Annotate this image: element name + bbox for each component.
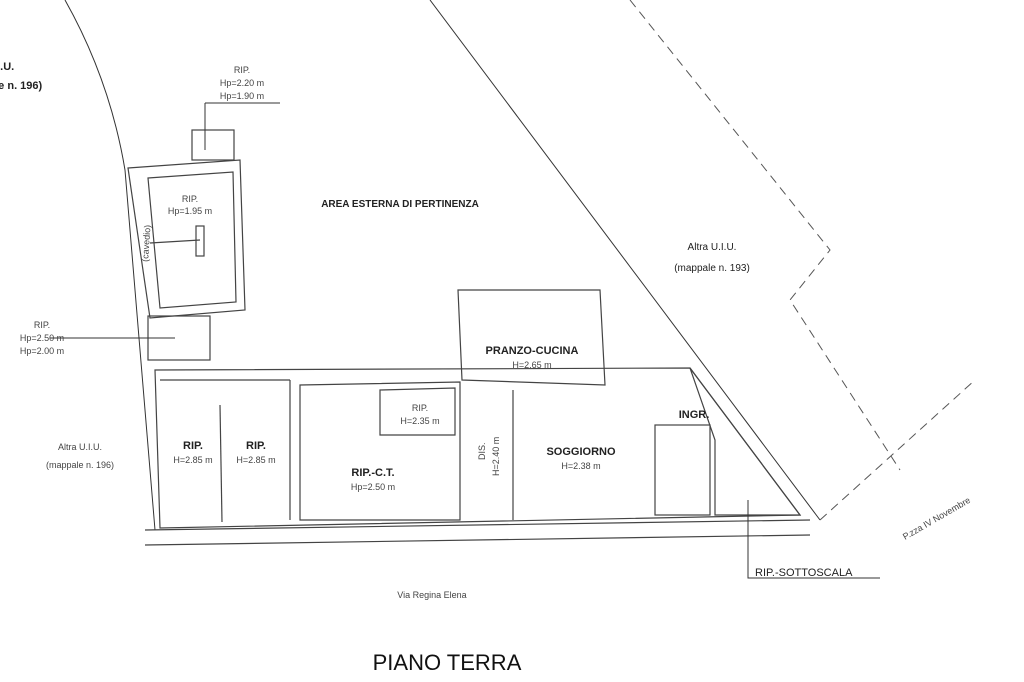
- street-via-label: Via Regina Elena: [397, 590, 466, 600]
- neighbor-196-top-line1: Altra U.I.U.: [0, 61, 14, 73]
- soggiorno-height: H=2.38 m: [561, 461, 600, 471]
- rip1-label: RIP.: [183, 440, 203, 452]
- boundary-diagonal-east: [429, 0, 821, 521]
- dis-height: H=2.40 m: [491, 437, 501, 476]
- rip-top-label: RIP.: [234, 65, 250, 75]
- sottoscala-leader: [747, 500, 880, 579]
- neighbor-193-line2: (mappale n. 193): [674, 263, 750, 274]
- boundary-curve-west: [64, 0, 156, 531]
- rip-left-height2: Hp=2.00 m: [20, 346, 64, 356]
- rip-ct-label: RIP.-C.T.: [351, 467, 394, 479]
- rip2-label: RIP.: [246, 440, 266, 452]
- annex-walls: [50, 102, 280, 361]
- rip2-height: H=2.85 m: [236, 455, 275, 465]
- ingr-label: INGR.: [679, 409, 710, 421]
- neighbor-196-left-line1: Altra U.I.U.: [58, 442, 102, 452]
- neighbor-196-left-line2: (mappale n. 196): [46, 460, 114, 470]
- street-piazza-label: P.zza IV Novembre: [901, 495, 972, 542]
- rip-top-height1: Hp=2.20 m: [220, 78, 264, 88]
- main-building-walls: [144, 289, 811, 546]
- rip1-height: H=2.85 m: [173, 455, 212, 465]
- sottoscala-label: RIP.-SOTTOSCALA: [755, 567, 853, 579]
- rip-small-label: RIP.: [412, 403, 428, 413]
- rip-annex-label: RIP.: [182, 194, 198, 204]
- neighbor-196-top-line2: (mappale n. 196): [0, 80, 43, 92]
- rip-annex-height: Hp=1.95 m: [168, 206, 212, 216]
- piazza-dashed-edge: [819, 379, 976, 521]
- dis-label: DIS.: [477, 442, 487, 460]
- rip-top-height2: Hp=1.90 m: [220, 91, 264, 101]
- page-title: PIANO TERRA: [373, 650, 522, 675]
- rip-ct-height: Hp=2.50 m: [351, 482, 395, 492]
- neighbor-193-line1: Altra U.I.U.: [688, 242, 737, 253]
- soggiorno-label: SOGGIORNO: [546, 446, 616, 458]
- neighbor-193-dashed-boundary: [629, 0, 901, 471]
- external-area-label: AREA ESTERNA DI PERTINENZA: [321, 199, 479, 210]
- rip-left-label: RIP.: [34, 320, 50, 330]
- pranzo-cucina-label: PRANZO-CUCINA: [486, 345, 579, 357]
- pranzo-cucina-height: H=2.65 m: [512, 360, 551, 370]
- rip-left-height1: Hp=2.50 m: [20, 333, 64, 343]
- rip-small-height: H=2.35 m: [400, 416, 439, 426]
- cavedio-label: (cavedio): [140, 225, 153, 263]
